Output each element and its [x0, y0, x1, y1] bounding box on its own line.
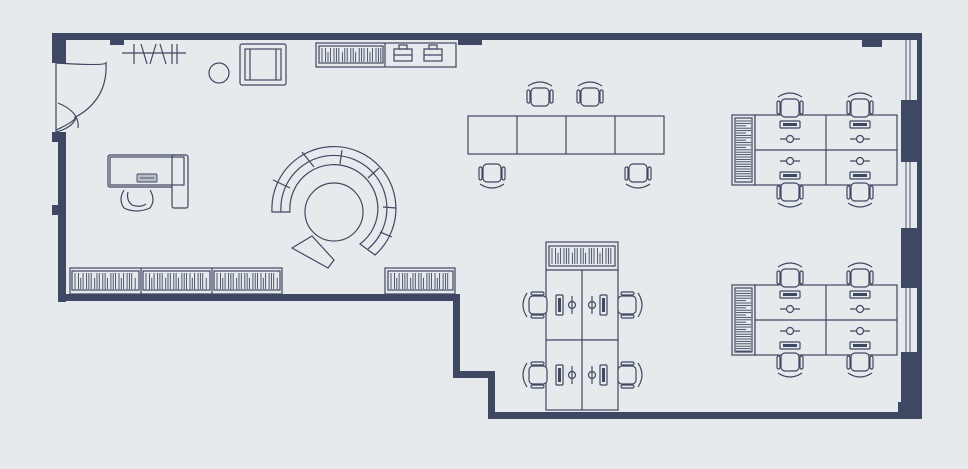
office-chair	[846, 182, 874, 208]
desk-phone	[567, 366, 577, 384]
circular-reception-desk	[271, 146, 397, 269]
office-chair	[846, 262, 874, 288]
office-chair	[846, 352, 874, 378]
workstation-cluster	[731, 92, 898, 208]
bottom-left-bookshelves	[69, 267, 456, 295]
office-chair	[522, 291, 548, 319]
top-bookshelf	[315, 42, 457, 68]
workstation-cluster	[731, 262, 898, 378]
monitor	[599, 364, 608, 386]
monitor	[555, 364, 564, 386]
coat-rack	[122, 43, 186, 65]
monitor	[555, 294, 564, 316]
office-chair	[576, 81, 604, 107]
armchair	[239, 43, 287, 86]
office-chair	[478, 163, 506, 189]
desk-phone	[567, 296, 577, 314]
office-chair	[776, 92, 804, 118]
monitor	[599, 294, 608, 316]
entrance-door	[55, 61, 107, 133]
desk-phone	[587, 296, 597, 314]
plant-pot	[208, 62, 230, 84]
office-chair	[776, 182, 804, 208]
office-chair	[617, 291, 643, 319]
office-chair	[846, 92, 874, 118]
office-chair	[776, 352, 804, 378]
meeting-table	[467, 115, 665, 155]
office-chair	[624, 163, 652, 189]
office-chair	[776, 262, 804, 288]
manager-desk	[107, 154, 189, 212]
office-chair	[526, 81, 554, 107]
exterior-walls	[52, 33, 922, 419]
office-chair	[617, 361, 643, 389]
meeting-chairs	[478, 81, 652, 189]
office-chair	[522, 361, 548, 389]
right-workstations	[731, 92, 898, 378]
desk-phone	[587, 366, 597, 384]
right-windows	[905, 40, 911, 352]
